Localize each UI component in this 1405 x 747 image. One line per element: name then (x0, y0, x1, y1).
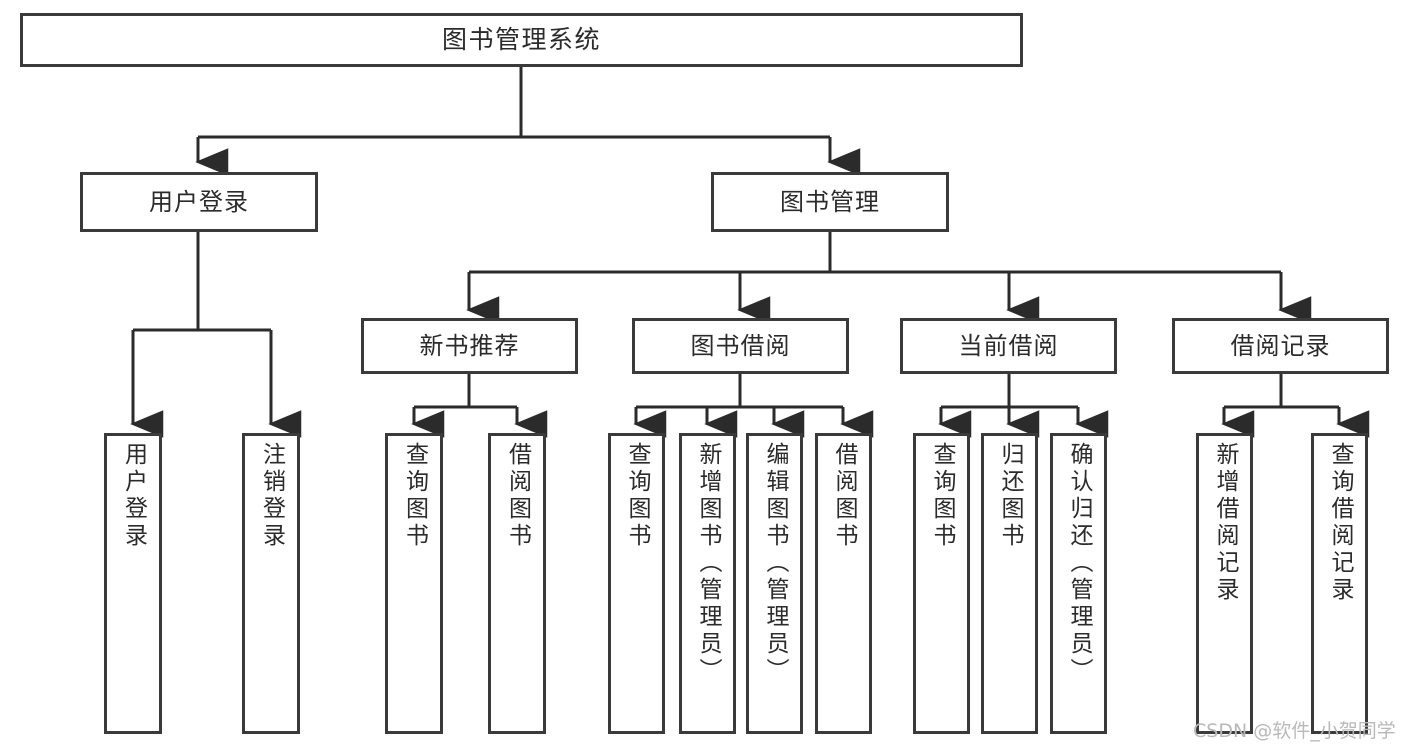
node-label: 注销登录 (258, 442, 285, 550)
leaf-borrow-borrow-book[interactable]: 借阅图书 (815, 433, 872, 734)
leaf-record-query-record[interactable]: 查询借阅记录 (1311, 433, 1368, 734)
leaf-current-confirm-return-admin[interactable]: 确认归还（管理员） (1050, 433, 1107, 734)
leaf-borrow-add-book-admin[interactable]: 新增图书（管理员） (679, 433, 736, 734)
leaf-borrow-query-book[interactable]: 查询图书 (608, 433, 665, 734)
csdn-watermark: CSDN @软件_小贺同学 (1193, 720, 1396, 742)
node-label: 图书借阅 (690, 331, 791, 360)
node-label: 借阅图书 (831, 442, 857, 550)
node-label: 新增图书（管理员） (695, 442, 721, 685)
node-label: 图书管理系统 (441, 25, 601, 54)
leaf-current-return-book[interactable]: 归还图书 (981, 433, 1038, 734)
node-label: 用户登录 (149, 187, 249, 216)
node-book-management[interactable]: 图书管理 (711, 172, 949, 232)
node-label: 图书管理 (780, 187, 880, 216)
leaf-current-query-book[interactable]: 查询图书 (913, 433, 970, 734)
leaf-borrow-edit-book-admin[interactable]: 编辑图书（管理员） (746, 433, 803, 734)
leaf-record-add-record[interactable]: 新增借阅记录 (1196, 433, 1253, 734)
node-label: 查询图书 (929, 442, 955, 550)
leaf-user-login-signin[interactable]: 用户登录 (104, 433, 162, 734)
node-label: 借阅图书 (504, 442, 531, 550)
node-borrow-record[interactable]: 借阅记录 (1172, 318, 1389, 374)
leaf-recommend-query-book[interactable]: 查询图书 (385, 433, 443, 734)
node-book-borrow[interactable]: 图书借阅 (632, 318, 849, 374)
node-label: 新书推荐 (419, 331, 520, 360)
leaf-recommend-borrow-book[interactable]: 借阅图书 (488, 433, 546, 734)
node-label: 借阅记录 (1230, 331, 1331, 360)
node-label: 确认归还（管理员） (1066, 442, 1092, 685)
node-root-system[interactable]: 图书管理系统 (20, 13, 1023, 67)
leaf-user-login-logout[interactable]: 注销登录 (242, 433, 300, 734)
node-label: 用户登录 (120, 442, 147, 550)
node-label: 当前借阅 (958, 331, 1059, 360)
node-label: 归还图书 (997, 442, 1023, 550)
node-user-login[interactable]: 用户登录 (80, 172, 318, 232)
node-current-borrow[interactable]: 当前借阅 (900, 318, 1117, 374)
node-label: 编辑图书（管理员） (762, 442, 788, 685)
node-label: 新增借阅记录 (1212, 442, 1238, 604)
node-label: 查询图书 (401, 442, 428, 550)
node-new-book-recommend[interactable]: 新书推荐 (361, 318, 578, 374)
node-label: 查询借阅记录 (1327, 442, 1353, 604)
node-label: 查询图书 (624, 442, 650, 550)
